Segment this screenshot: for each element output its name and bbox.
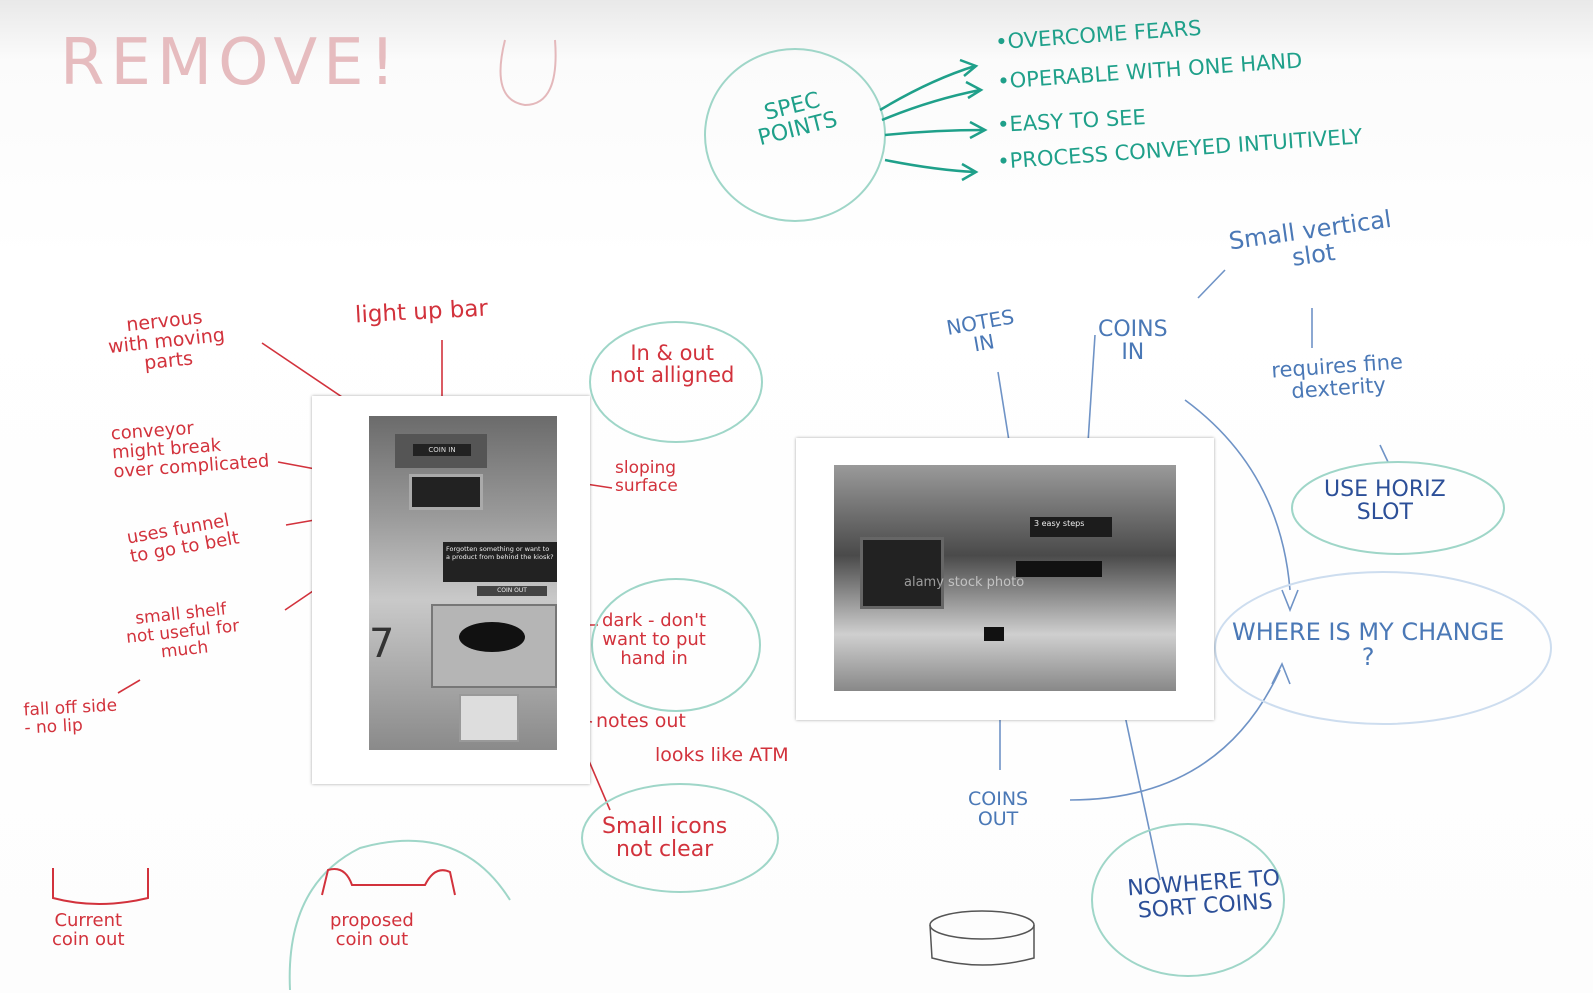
note-coins-in: COINS IN (1098, 317, 1168, 366)
note-in-out: In & out not alligned (610, 341, 735, 388)
coin-slot-funnel (409, 474, 483, 510)
note-dexterity: requires fine dexterity (1270, 349, 1404, 404)
coin-tray-doodle (929, 910, 1035, 966)
kiosk-sign: Forgotten something or want to a product… (443, 542, 557, 582)
proposed-coin-cup (321, 868, 456, 896)
coin-out-cup (984, 627, 1004, 641)
spec-arrows (879, 58, 988, 182)
note-notes-out: notes out (596, 710, 686, 732)
coin-notes-slots (1016, 561, 1102, 577)
note-sloping: sloping surface (615, 458, 678, 496)
note-proposed-coin-out: proposed coin out (330, 910, 414, 950)
note-nowhere-sort: NOWHERE TO SORT COINS (1126, 865, 1281, 924)
left-teal-circles (288, 321, 779, 991)
note-current-coin-out: Current coin out (52, 910, 125, 950)
note-dark: dark - don't want to put hand in (602, 610, 707, 669)
coin-out-tray (431, 604, 557, 688)
note-horiz-slot: USE HORIZ SLOT (1324, 477, 1446, 526)
remove-note: REMOVE! (60, 26, 402, 100)
kiosk-photo-left: COIN IN Forgotten something or want to a… (312, 396, 590, 784)
photo-watermark: alamy stock photo (904, 575, 1025, 590)
note-conveyor: conveyor might break over complicated (110, 417, 271, 483)
smiley-doodle (499, 39, 557, 107)
note-small-icons: Small icons not clear (602, 814, 728, 863)
kiosk-photo-right: 3 easy steps alamy stock photo (796, 438, 1214, 720)
right-teal-circles (1091, 461, 1505, 977)
note-fall-off: fall off side - no lip (23, 695, 118, 739)
kiosk-screen (860, 537, 944, 609)
current-coin-cup (52, 868, 149, 905)
change-circle (1214, 571, 1552, 725)
kiosk-number: 7 (369, 621, 395, 667)
notes-out-slot (459, 694, 519, 742)
note-coins-out: COINS OUT (968, 788, 1029, 830)
note-where-change: WHERE IS MY CHANGE ? (1232, 618, 1505, 672)
steps-sign: 3 easy steps (1030, 517, 1112, 537)
note-atm: looks like ATM (655, 744, 789, 766)
coin-in-panel: COIN IN (395, 434, 487, 468)
note-nervous: nervous with moving parts (107, 306, 226, 375)
coin-out-label: COIN OUT (477, 586, 547, 596)
